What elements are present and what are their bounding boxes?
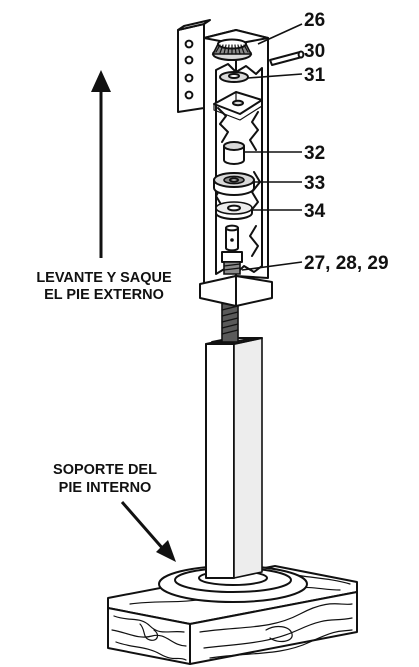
callout-leaders xyxy=(241,23,303,271)
bearing-part-33 xyxy=(213,172,255,196)
washer-part-31 xyxy=(219,71,249,83)
callout-31: 31 xyxy=(304,65,326,86)
pin-part-30 xyxy=(269,50,305,66)
callout-33: 33 xyxy=(304,173,325,194)
bushing-part-32 xyxy=(223,141,245,165)
lift-label-line-2: EL PIE EXTERNO xyxy=(44,287,164,303)
callout-32: 32 xyxy=(304,143,325,164)
support-label-line-1: SOPORTE DEL xyxy=(53,462,157,478)
callout-27-28-29: 27, 28, 29 xyxy=(304,253,389,274)
inner-leg-tube xyxy=(205,337,263,579)
lift-label-line-1: LEVANTE Y SAQUE xyxy=(36,270,172,286)
thrust-washer-part-34 xyxy=(215,201,253,220)
callout-26: 26 xyxy=(304,10,325,31)
nut-assembly-parts-27-28-29 xyxy=(221,224,243,275)
support-label-line-2: PIE INTERNO xyxy=(59,480,152,496)
housing-collar xyxy=(199,275,273,307)
up-arrow-icon xyxy=(91,70,111,258)
callout-34: 34 xyxy=(304,201,326,222)
callout-30: 30 xyxy=(304,41,325,62)
bevel-gear-part-26 xyxy=(211,38,253,61)
internal-plate xyxy=(213,91,263,121)
diagonal-arrow-icon xyxy=(120,501,176,562)
